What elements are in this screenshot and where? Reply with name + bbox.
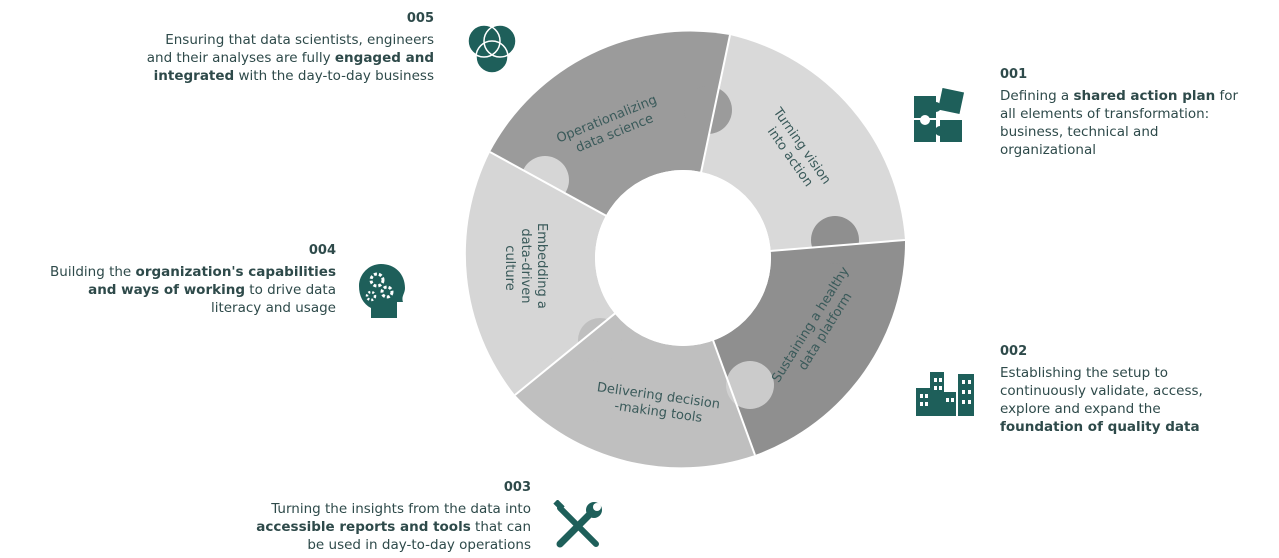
buildings-icon [916, 372, 974, 416]
item-text-line: integrated with the day-to-day business [153, 68, 434, 84]
item-001: 001 Defining a shared action plan for al… [1000, 66, 1238, 159]
item-text-line: and their analyses are fully engaged and [146, 50, 434, 66]
venn-circles-icon [467, 24, 517, 74]
label-embedding: Embedding a data-driven culture [502, 223, 549, 313]
item-002: 002 Establishing the setup to continuous… [1000, 343, 1203, 436]
item-number: 002 [1000, 344, 1028, 359]
knob-right [811, 216, 859, 264]
item-text-line: accessible reports and tools that can [256, 519, 531, 535]
item-text-line: explore and expand the [1000, 401, 1161, 417]
item-text-line: Building the organization's capabilities [50, 264, 336, 280]
item-number: 001 [1000, 67, 1028, 82]
label-delivering: Delivering decision -making tools [594, 380, 725, 429]
item-number: 004 [308, 243, 336, 258]
puzzle-icon [914, 88, 965, 142]
item-text-line: all elements of transformation: [1000, 106, 1210, 122]
item-number: 005 [406, 11, 434, 26]
wrench-screwdriver-icon [553, 500, 602, 548]
item-text-line: and ways of working to drive data [88, 282, 336, 298]
item-text-line: Defining a shared action plan for [1000, 88, 1239, 104]
item-text-line: organizational [1000, 142, 1096, 158]
item-text-line: Ensuring that data scientists, engineers [165, 32, 434, 48]
knob-top [684, 86, 732, 134]
knob-bottom [726, 361, 774, 409]
item-004: 004 Building the organization's capabili… [50, 242, 336, 317]
item-text-line: Establishing the setup to [1000, 365, 1169, 381]
item-003: 003 Turning the insights from the data i… [256, 479, 531, 554]
item-text-line: Turning the insights from the data into [271, 501, 531, 517]
head-gears-icon [359, 264, 405, 318]
item-text-line: business, technical and [1000, 124, 1159, 140]
item-text-line: foundation of quality data [1000, 419, 1200, 435]
item-text-line: literacy and usage [210, 300, 336, 316]
item-number: 003 [503, 480, 531, 495]
knob-left-low [578, 318, 622, 362]
knob-left-high [521, 156, 569, 204]
item-text-line: be used in day-to-day operations [307, 537, 531, 553]
segment-embedding [465, 152, 683, 395]
item-text-line: continuously validate, access, [1000, 383, 1203, 399]
item-005: 005 Ensuring that data scientists, engin… [147, 10, 434, 85]
